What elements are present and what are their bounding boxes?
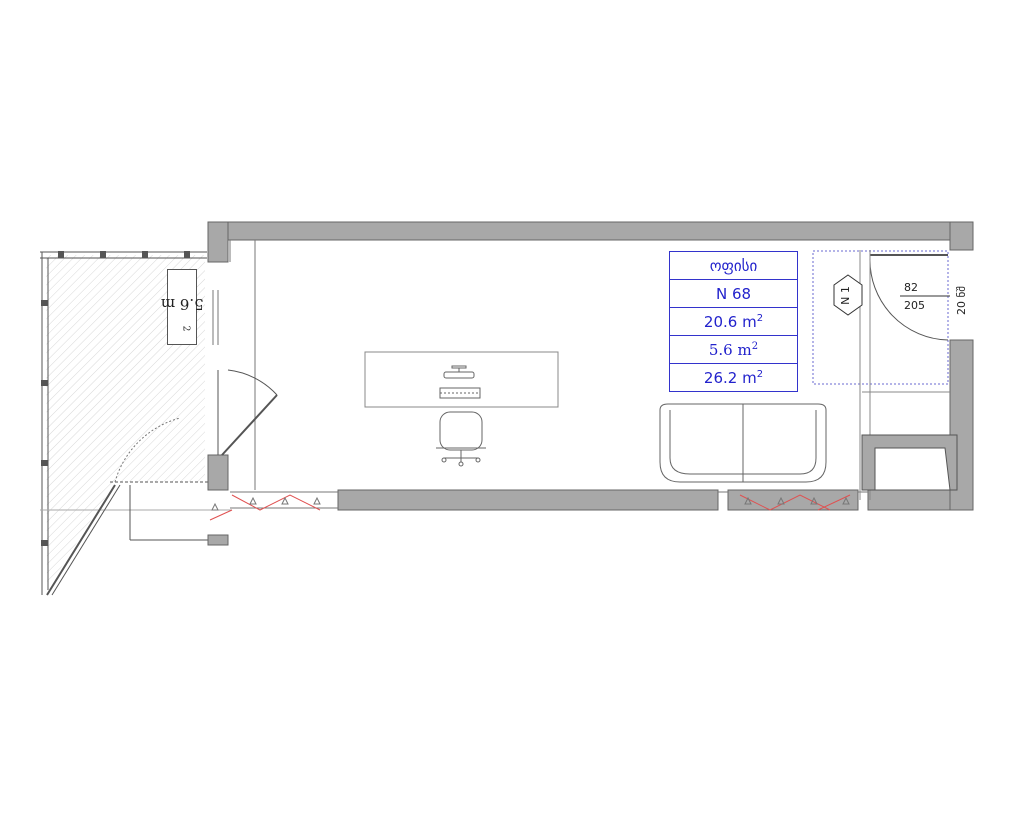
keyboard-icon — [439, 387, 481, 399]
room-name: ოფისი — [669, 251, 798, 280]
balcony-area: 5.6 m2 — [669, 335, 798, 364]
hexagon-tag-icon — [833, 274, 863, 316]
wardrobe — [861, 434, 958, 491]
door-sill: 20 ნშ — [955, 286, 968, 315]
balcony-door — [217, 369, 278, 456]
door-height: 205 — [904, 299, 925, 312]
window-triangles — [211, 496, 850, 511]
total-area: 26.2 m2 — [669, 363, 798, 392]
room-area: 20.6 m2 — [669, 307, 798, 336]
desk — [364, 351, 559, 408]
room-number: N 68 — [669, 279, 798, 308]
door-width: 82 — [904, 281, 918, 294]
door-tag-label: N 1 — [838, 286, 852, 305]
balcony-floor — [46, 255, 205, 590]
balcony-frame — [40, 251, 232, 596]
office-chair-icon — [436, 411, 486, 467]
balcony-area-label: 5.6 m2 — [161, 269, 203, 345]
window-sill-marks — [209, 494, 851, 521]
sofa-icon — [659, 403, 827, 483]
room-info-table: ოფისი N 68 20.6 m2 5.6 m2 26.2 m2 — [669, 251, 798, 392]
computer-monitor-icon — [443, 365, 475, 379]
entry-door-area — [812, 250, 949, 385]
balcony-railing — [41, 251, 190, 546]
